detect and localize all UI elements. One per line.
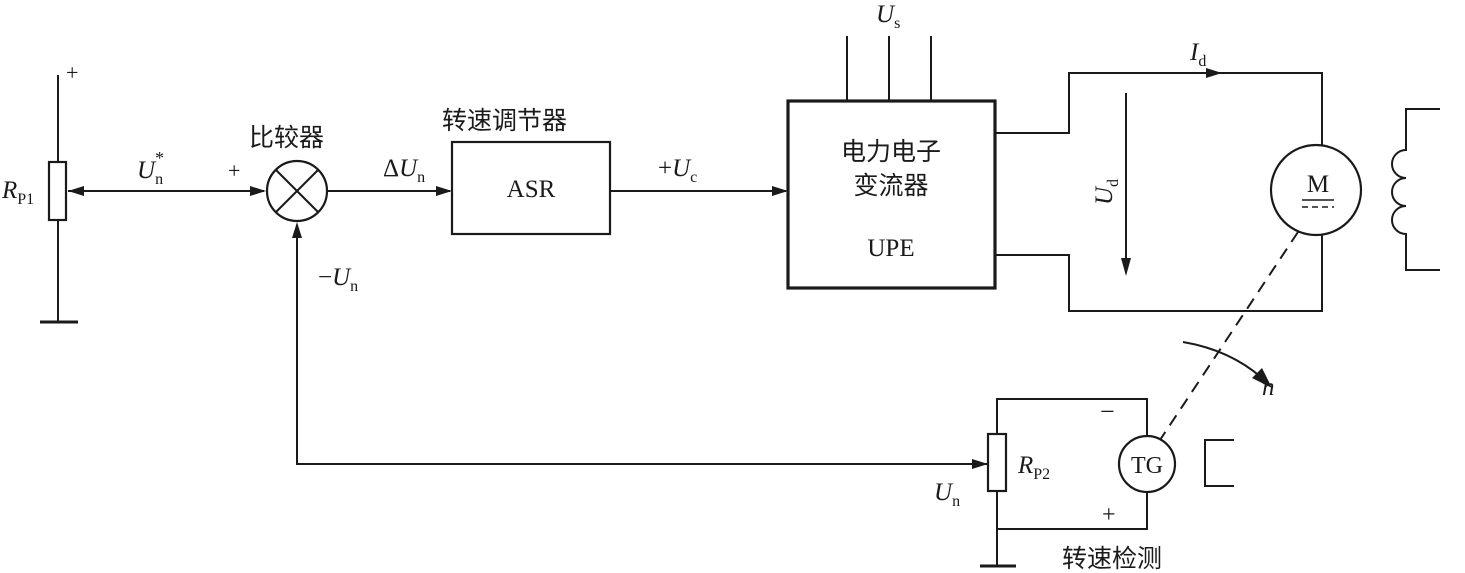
- upe-title-line2: 变流器: [853, 171, 928, 200]
- supply-lines: [846, 36, 932, 101]
- speed-arrowhead: [1252, 368, 1272, 388]
- comparator: [265, 159, 329, 223]
- speed-detection-circuit: [980, 398, 1148, 568]
- motor-symbol: [1269, 143, 1363, 237]
- asr-title: 转速调节器: [442, 106, 567, 135]
- tachogenerator-symbol: [1117, 434, 1177, 494]
- arrowhead-left: [68, 186, 84, 196]
- tg-field-bracket: [1204, 439, 1234, 487]
- feedback-arrowhead: [292, 222, 302, 238]
- mechanical-coupling: [1159, 231, 1299, 441]
- field-winding-icon: [1391, 108, 1440, 271]
- dc-symbol-icon: [1302, 199, 1334, 208]
- armature-circuit: [995, 72, 1323, 312]
- potentiometer-rp2: [986, 432, 1008, 493]
- rp2-wiper-arrowhead: [972, 459, 988, 469]
- tg-plus-label: +: [1102, 502, 1116, 528]
- us-label: Us: [876, 1, 900, 32]
- upe-block: [786, 99, 997, 290]
- arrowhead-to-asr: [436, 186, 452, 196]
- comparator-title: 比较器: [249, 123, 324, 152]
- delta-un-label: ΔUn: [383, 155, 425, 186]
- rp2-label: RP2: [1017, 452, 1050, 483]
- upe-label: UPE: [867, 235, 914, 262]
- un-star-label: Un*: [137, 148, 164, 188]
- un-bottom-label: Un: [934, 479, 960, 510]
- rp1-label: RP1: [1, 177, 34, 208]
- id-label: Id: [1189, 39, 1206, 70]
- speed-arrow: [1182, 341, 1263, 379]
- neg-un-label: −Un: [318, 264, 358, 295]
- arrowhead-to-upe: [772, 186, 788, 196]
- tg-label: TG: [1131, 453, 1163, 479]
- plus-comparator-label: +: [228, 158, 240, 183]
- asr-label: ASR: [507, 176, 556, 203]
- plus-top-label: +: [66, 60, 78, 85]
- asr-block: [450, 140, 612, 236]
- uc-label: +Uc: [658, 155, 697, 186]
- speed-label: n: [1262, 374, 1275, 401]
- motor-label: M: [1307, 171, 1329, 198]
- tg-minus-label: −: [1100, 397, 1115, 426]
- id-arrowhead: [1206, 68, 1222, 78]
- potentiometer-rp1: [40, 75, 78, 324]
- upe-title-line1: 电力电子: [841, 137, 941, 166]
- feedback-line: [296, 225, 988, 465]
- arrowhead-right: [250, 186, 266, 196]
- ud-arrowhead: [1121, 258, 1131, 276]
- speed-detect-title: 转速检测: [1062, 544, 1162, 573]
- ud-label: Ud: [1091, 179, 1122, 205]
